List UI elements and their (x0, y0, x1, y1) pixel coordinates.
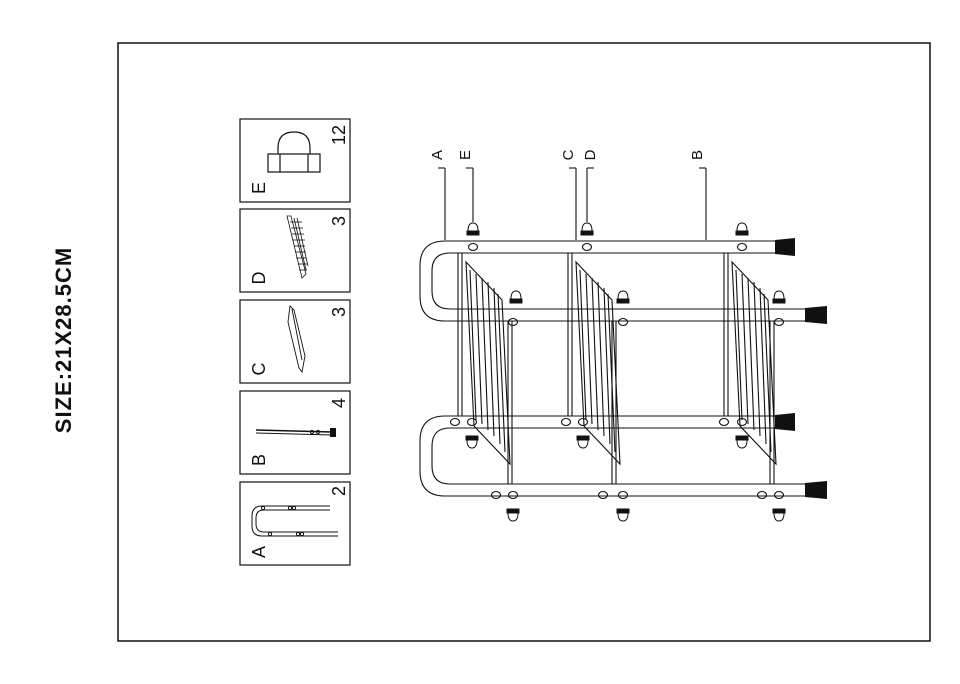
end-caps (775, 238, 827, 499)
shelf-frame-icon (287, 305, 306, 374)
u-tube-top (419, 240, 805, 322)
shelf-left (465, 260, 511, 466)
size-label: SIZE:21X28.5CM (51, 246, 76, 434)
part-box-e: E 12 (239, 118, 351, 203)
part-box-b: B 4 (239, 390, 351, 475)
part-qty-c: 3 (329, 307, 349, 317)
part-box-c: C 3 (239, 299, 351, 384)
part-letter-e: E (249, 182, 269, 194)
bolt-holes (449, 242, 785, 500)
leader-lines (438, 167, 707, 240)
part-qty-d: 3 (329, 216, 349, 226)
page-frame (117, 42, 931, 642)
straight-tube-icon (255, 428, 336, 437)
shelf-right (731, 260, 777, 466)
callout-label-a: A (429, 150, 446, 160)
part-box-a: A 2 (239, 481, 351, 566)
assembly-drawing (419, 167, 827, 522)
part-qty-b: 4 (329, 398, 349, 408)
callout-label-b: B (689, 150, 706, 160)
bolts-e (465, 222, 786, 522)
callout-label-c: C (560, 149, 577, 160)
bolt-nut-icon (267, 131, 321, 173)
part-qty-a: 2 (329, 486, 349, 496)
callouts: A E C D B (429, 149, 706, 160)
part-letter-d: D (249, 272, 269, 285)
callout-label-d: D (582, 149, 599, 160)
part-letter-b: B (249, 454, 269, 466)
u-tube-bottom (419, 415, 805, 497)
part-letter-c: C (249, 363, 269, 376)
u-tube-frame-icon (251, 505, 338, 537)
part-letter-a: A (249, 546, 269, 558)
grid-shelf-icon (286, 215, 309, 279)
callout-label-e: E (457, 150, 474, 160)
part-box-d: D 3 (239, 208, 351, 293)
part-qty-e: 12 (329, 125, 349, 145)
parts-list: A 2 B 4 (239, 118, 351, 566)
shelf-middle (575, 260, 621, 466)
